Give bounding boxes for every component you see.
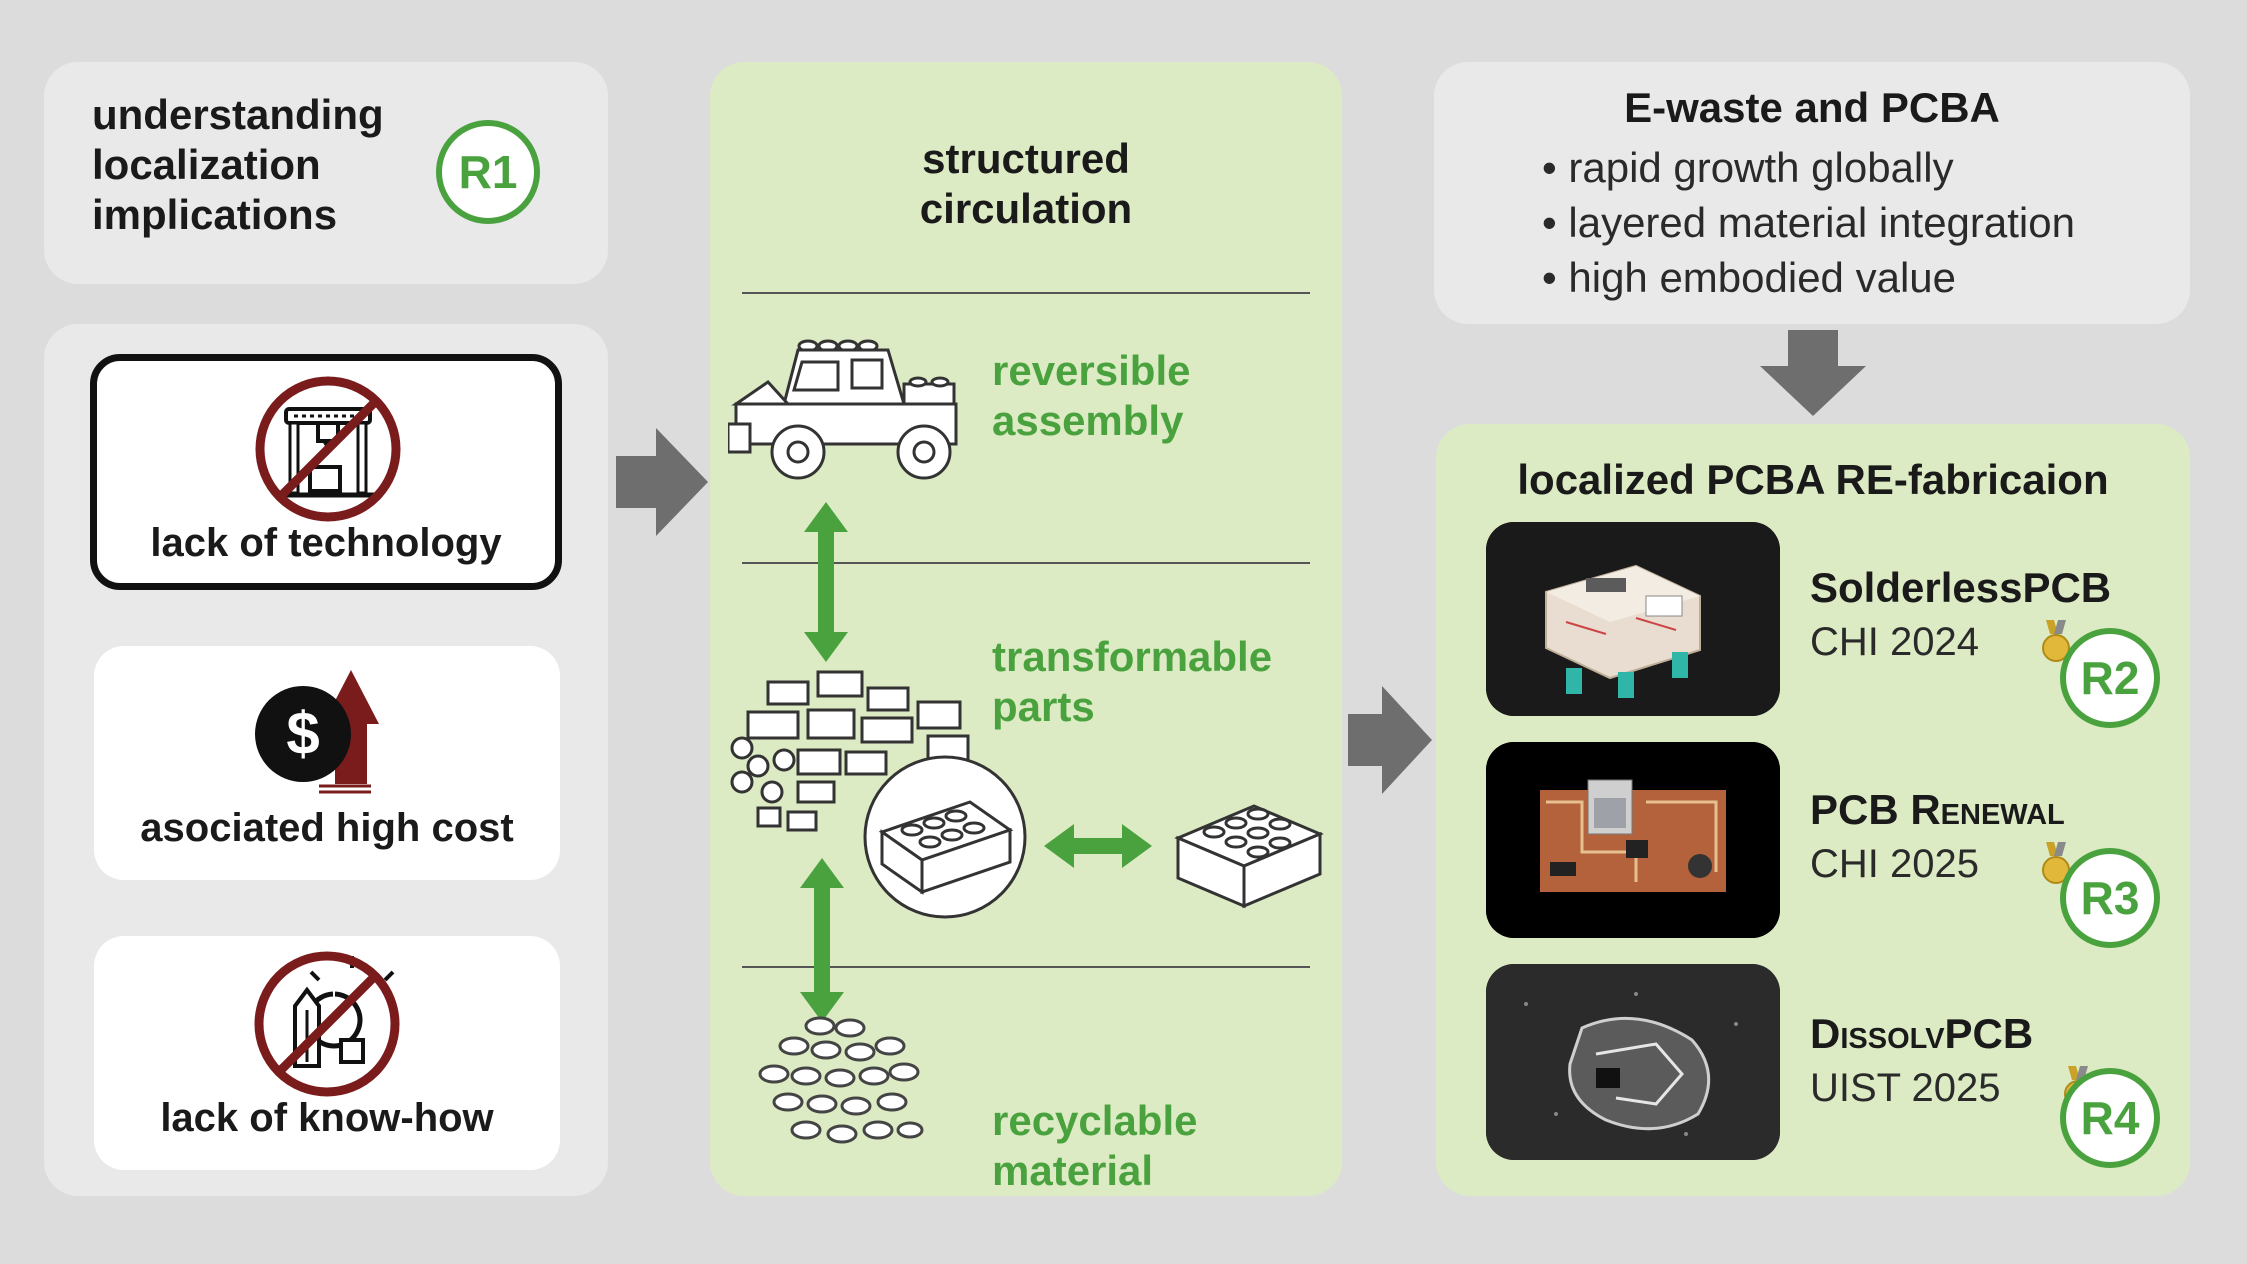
double-arrow-vertical-icon xyxy=(804,502,848,662)
understanding-panel: understanding localization implications … xyxy=(44,62,608,284)
divider-1 xyxy=(742,292,1310,294)
stage-label-reversible: reversible assembly xyxy=(992,347,1191,444)
barrier-card-cost: $ asociated high cost xyxy=(94,646,560,880)
ewaste-title: E-waste and PCBA xyxy=(1624,84,2000,131)
badge-r3: R3 xyxy=(2060,848,2160,948)
arrow-down-icon xyxy=(1760,330,1866,416)
pcb-renewal-image xyxy=(1486,742,1780,938)
arrow-right-icon xyxy=(616,428,708,536)
barrier-label-technology: lack of technology xyxy=(150,521,502,565)
medal-icon xyxy=(2042,620,2070,662)
paper-title-solderlesspcb: SolderlessPCB xyxy=(1810,564,2112,611)
double-arrow-vertical-icon xyxy=(800,858,844,1022)
circulation-title: structured circulation xyxy=(919,135,1133,232)
ewaste-bullet-2: • layered material integration xyxy=(1542,199,2075,246)
ewaste-bullet-1: • rapid growth globally xyxy=(1542,144,1954,191)
understanding-title: understanding localization implications xyxy=(92,91,384,238)
no-3d-printer-icon xyxy=(255,376,401,522)
refab-panel: localized PCBA RE-fabricaion SolderlessP… xyxy=(1436,424,2190,1196)
lego-brick-icon xyxy=(1174,804,1324,909)
ewaste-panel: E-waste and PCBA • rapid growth globally… xyxy=(1434,62,2190,324)
solderless-board-image xyxy=(1486,522,1780,716)
medal-icon xyxy=(2042,842,2070,884)
barrier-label-cost: asociated high cost xyxy=(140,806,514,850)
no-idea-icon xyxy=(254,951,400,1097)
barriers-panel: lack of technology $ asociated high cost… xyxy=(44,324,608,1196)
barrier-card-technology: lack of technology xyxy=(90,354,562,590)
ewaste-bullet-3: • high embodied value xyxy=(1542,254,1956,301)
badge-r2: R2 xyxy=(2060,628,2160,728)
paper-photo-pcbrenewal xyxy=(1486,742,1780,938)
paper-title-dissolvpcb: DissolvPCB xyxy=(1810,1010,2034,1057)
divider-2 xyxy=(742,562,1310,564)
double-arrow-horizontal-icon xyxy=(1044,824,1152,868)
pellets-icon xyxy=(758,1016,924,1144)
paper-venue-pcbrenewal: CHI 2025 xyxy=(1810,842,1979,886)
lego-brick-zoom-icon xyxy=(863,755,1027,919)
divider-3 xyxy=(742,966,1310,968)
lego-parts-icon xyxy=(730,670,970,832)
paper-photo-solderlesspcb xyxy=(1486,522,1780,716)
stage-label-recyclable: recyclable material xyxy=(992,1097,1198,1194)
paper-photo-dissolvpcb xyxy=(1486,964,1780,1160)
barrier-card-knowhow: lack of know-how xyxy=(94,936,560,1170)
badge-r1: R1 xyxy=(436,120,540,224)
lego-car-icon xyxy=(728,339,958,480)
svg-text:$: $ xyxy=(286,700,319,767)
paper-title-pcbrenewal: PCB Renewal xyxy=(1810,786,2065,833)
dissolvpcb-image xyxy=(1486,964,1780,1160)
circulation-panel: structured circulation reversible assemb… xyxy=(710,62,1342,1196)
dollar-rising-icon: $ xyxy=(255,670,379,794)
arrow-right-icon xyxy=(1348,686,1432,794)
barrier-label-knowhow: lack of know-how xyxy=(160,1096,494,1140)
refab-title: localized PCBA RE-fabricaion xyxy=(1517,456,2109,503)
paper-venue-dissolvpcb: UIST 2025 xyxy=(1810,1066,2001,1110)
paper-venue-solderlesspcb: CHI 2024 xyxy=(1810,620,1979,664)
badge-r4: R4 xyxy=(2060,1068,2160,1168)
stage-label-transformable: transformable parts xyxy=(992,633,1273,730)
